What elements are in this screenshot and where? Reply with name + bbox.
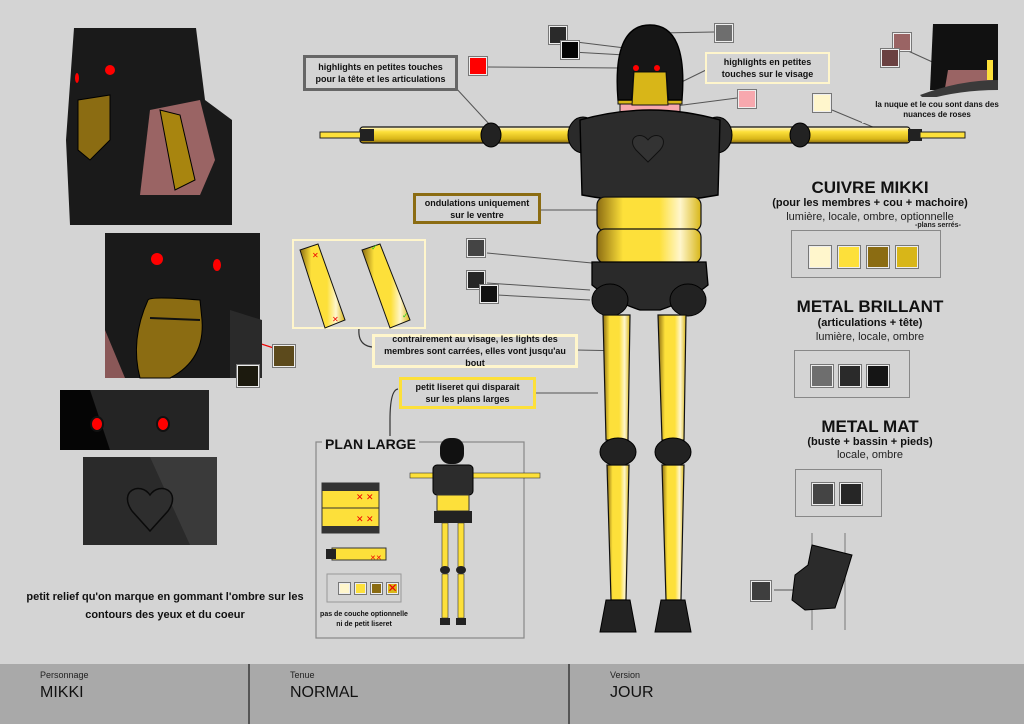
swatch-plan-optionnelle-crossed: ✕ [386, 581, 399, 595]
swatch-face-pink [737, 89, 757, 109]
palette-title-cuivre: CUIVRE MIKKI [811, 178, 929, 197]
footer-character-label: Personnage [40, 670, 89, 680]
palette-title-mat: METAL MAT [821, 417, 919, 436]
plan-large-note: pas de couche optionnelle ni de petit li… [320, 611, 408, 628]
callout-thin-stripe: petit liseret qui disparait sur les plan… [399, 377, 536, 409]
svg-text:✕ ✕: ✕ ✕ [356, 514, 374, 524]
footer-version-label: Version [610, 670, 641, 680]
svg-text:✕ ✕: ✕ ✕ [356, 492, 374, 502]
svg-text:✓: ✓ [371, 243, 378, 252]
swatch-plan-ombre [370, 582, 383, 595]
swatch-cuivre-ombre [866, 245, 890, 269]
palette-title-brillant: METAL BRILLANT [796, 297, 944, 316]
title-block-footer: Personnage MIKKI Tenue NORMAL Version JO… [0, 664, 1024, 724]
swatch-brillant-locale [838, 364, 862, 388]
detail-foot [791, 533, 853, 630]
svg-text:✕✕: ✕✕ [370, 555, 382, 562]
swatch-head-dark [560, 40, 580, 60]
svg-text:✕: ✕ [332, 315, 339, 324]
detail-eyes-closeup [60, 390, 209, 450]
detail-limb-lights: ✕ ✕ ✓ ✓ [292, 239, 426, 329]
swatch-pelvis-local [466, 238, 486, 258]
palette-labels-mat: locale, ombre [836, 449, 904, 461]
footer-character-value: MIKKI [40, 684, 84, 701]
callout-belly-waves: ondulations uniquement sur le ventre [413, 193, 541, 224]
footer-version-value: JOUR [610, 684, 654, 701]
swatch-cuivre-lumiere [808, 245, 832, 269]
main-robot-figure [319, 24, 966, 633]
palette-extra-cuivre: -plans serrés- [915, 222, 961, 229]
swatch-brillant-lumiere [810, 364, 834, 388]
plan-large-title: PLAN LARGE [322, 436, 419, 452]
swatch-plan-locale [354, 582, 367, 595]
palette-labels-brillant: lumière, locale, ombre [815, 331, 925, 343]
palette-box-cuivre [791, 230, 941, 278]
swatch-mat-ombre [839, 482, 863, 506]
swatch-jaw-mid [272, 344, 296, 368]
swatch-cuivre-locale [837, 245, 861, 269]
swatch-neck-dark [880, 48, 900, 68]
swatch-neck-light [892, 32, 912, 52]
relief-note: petit relief qu'on marque en gommant l'o… [20, 588, 310, 624]
footer-outfit-label: Tenue [290, 670, 315, 680]
palette-box-brillant [794, 350, 910, 398]
swatch-head-light [714, 23, 734, 43]
swatch-brillant-ombre [866, 364, 890, 388]
detail-heart-closeup [83, 457, 217, 545]
swatch-foot [750, 580, 772, 602]
swatch-cuivre-optionnelle [895, 245, 919, 269]
detail-nape-closeup [920, 24, 998, 100]
callout-face-highlights: highlights en petites touches sur le vis… [705, 52, 830, 84]
callout-neck-pink: la nuque et le cou sont dans des nuances… [862, 97, 1012, 123]
palette-subtitle-brillant: (articulations + tête) [817, 317, 923, 329]
swatch-jaw-dark [236, 364, 260, 388]
swatch-light-cream [812, 93, 832, 113]
palette-box-mat [795, 469, 882, 517]
palette-subtitle-mat: (buste + bassin + pieds) [807, 436, 933, 448]
detail-head-closeup [66, 24, 232, 225]
callout-limb-lights: contrairement au visage, les lights des … [372, 334, 578, 368]
svg-text:✕: ✕ [312, 251, 319, 260]
footer-outfit-value: NORMAL [290, 684, 359, 701]
callout-head-highlights: highlights en petites touches pour la tê… [303, 55, 458, 91]
detail-jaw-closeup [105, 233, 262, 379]
footer-character-cell: Personnage MIKKI [0, 664, 250, 724]
swatch-pelvis-dark [479, 284, 499, 304]
swatch-head-red [468, 56, 488, 76]
svg-text:✓: ✓ [402, 311, 409, 320]
footer-version-cell: Version JOUR [570, 664, 1024, 724]
footer-outfit-cell: Tenue NORMAL [250, 664, 570, 724]
swatch-plan-lumiere [338, 582, 351, 595]
plan-large-panel: ✕ ✕ ✕ ✕ ✕✕ [315, 438, 541, 639]
swatch-mat-locale [811, 482, 835, 506]
palette-labels-cuivre: lumière, locale, ombre, optionnelle [786, 211, 954, 223]
palette-subtitle-cuivre: (pour les membres + cou + machoire) [772, 197, 968, 209]
